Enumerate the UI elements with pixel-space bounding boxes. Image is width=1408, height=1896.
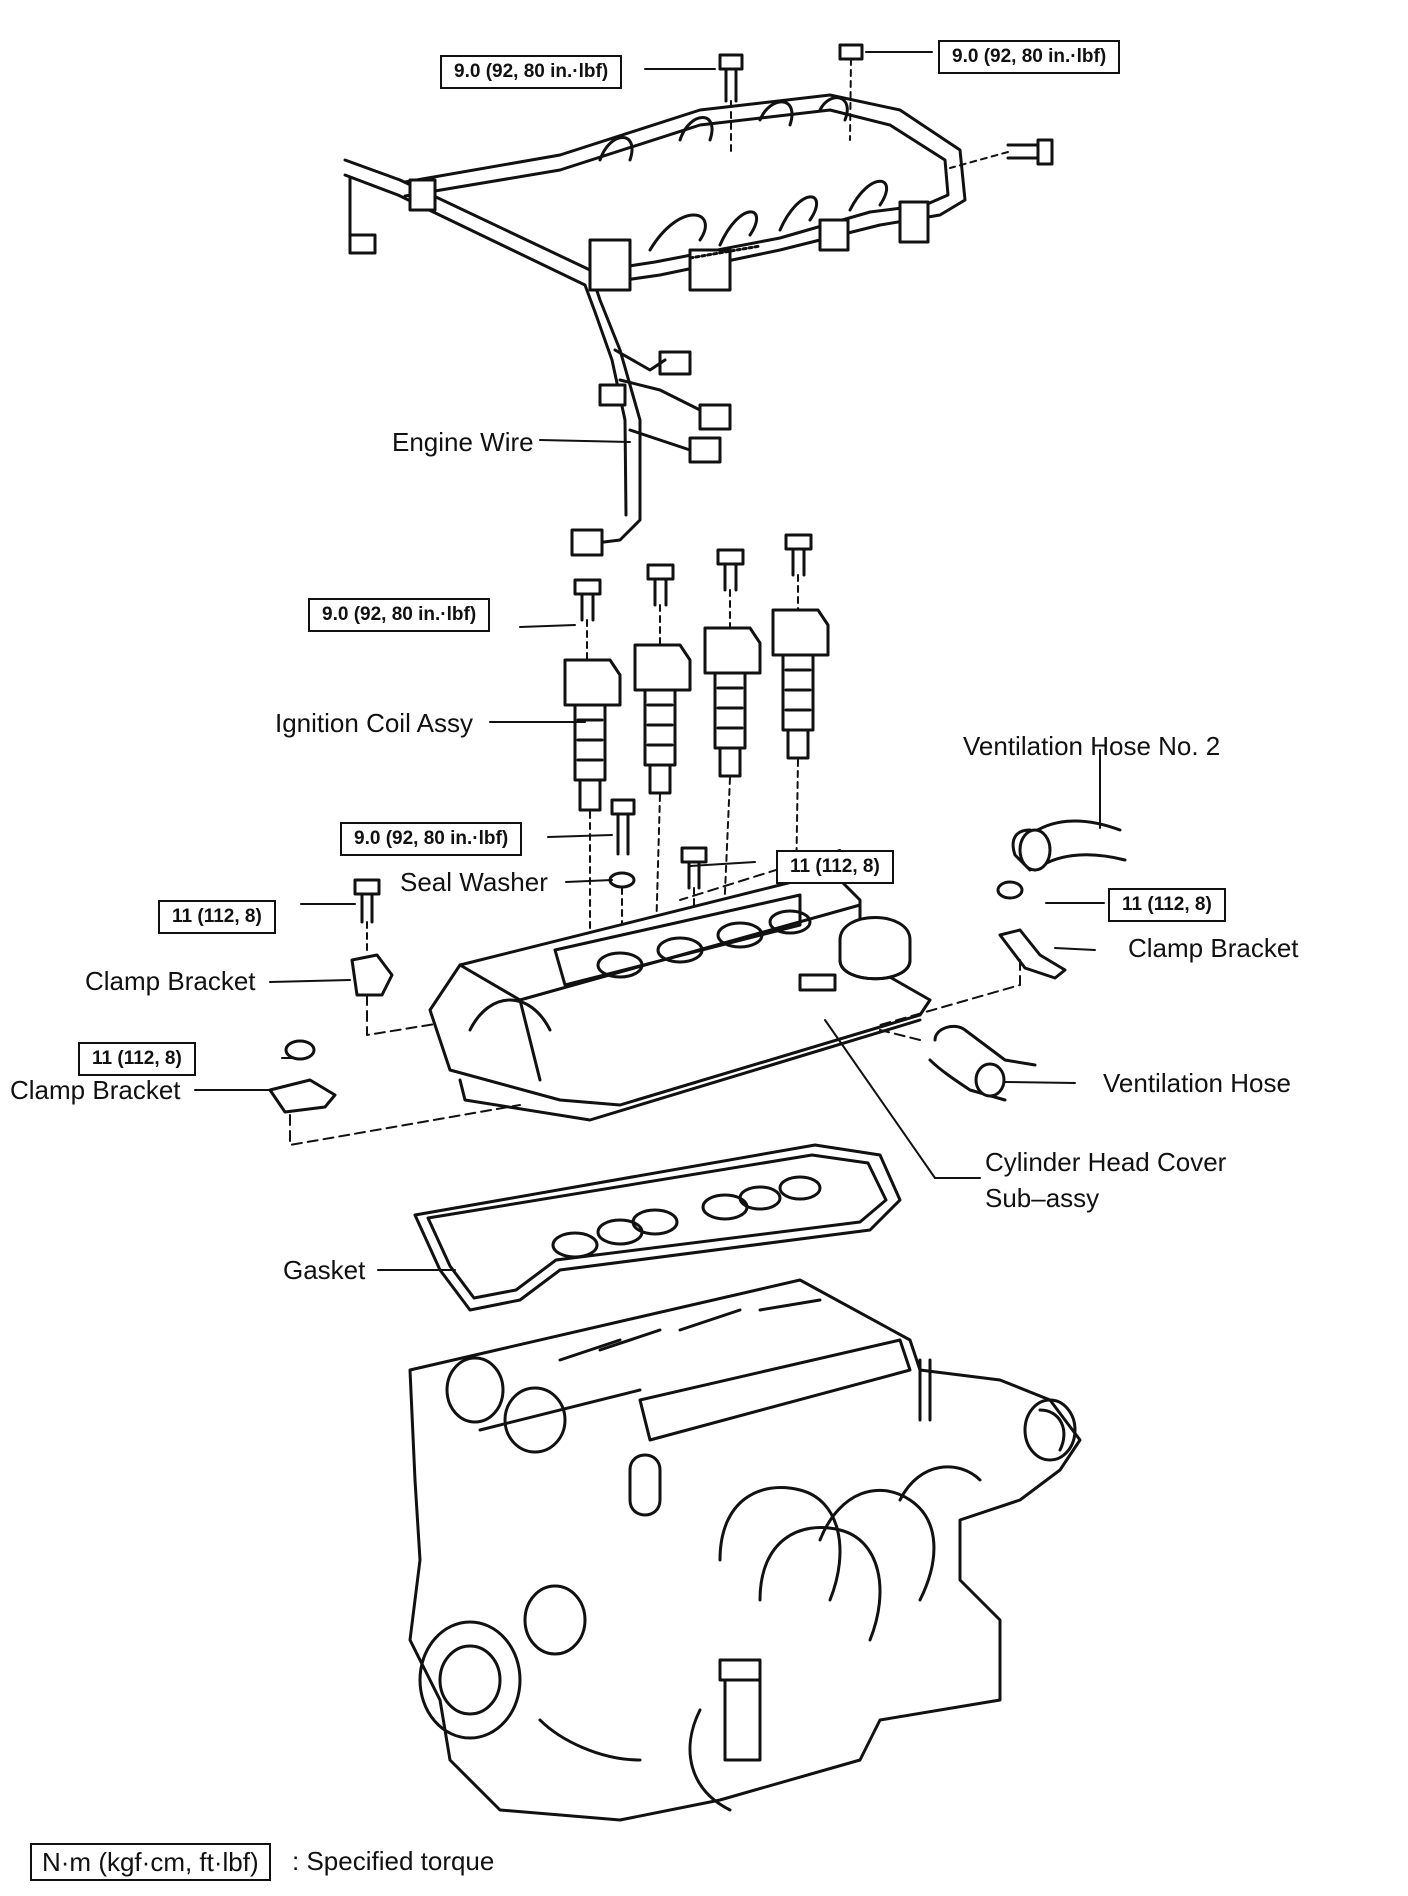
torque-spec-harness-nut-right: 9.0 (92, 80 in.·lbf) — [938, 40, 1121, 74]
label-engine-wire: Engine Wire — [392, 427, 534, 457]
gasket — [413, 1143, 902, 1312]
torque-spec-bracket-bolt-left: 11 (112, 8) — [158, 900, 276, 934]
torque-spec-seal-washer-bolt: 9.0 (92, 80 in.·lbf) — [340, 822, 523, 856]
engine-block — [408, 1278, 1082, 1822]
label-cylinder-head-cover: Cylinder Head Cover — [985, 1147, 1227, 1177]
label-ventilation-hose: Ventilation Hose — [1103, 1068, 1291, 1098]
label-ignition-coil-assy: Ignition Coil Assy — [275, 708, 473, 738]
engine-wire-harness — [343, 93, 967, 557]
label-clamp-bracket-lower: Clamp Bracket — [10, 1075, 181, 1105]
torque-spec-bracket-nut-lower: 11 (112, 8) — [78, 1042, 196, 1076]
torque-spec-coil-bolt: 9.0 (92, 80 in.·lbf) — [308, 598, 491, 632]
torque-spec-bracket-nut-right: 11 (112, 8) — [1108, 888, 1226, 922]
leader-lines — [194, 51, 1105, 1271]
torque-spec-cover-bolt: 11 (112, 8) — [776, 850, 894, 884]
left-clamp-brackets — [268, 878, 521, 1146]
cylinder-head-cover — [428, 878, 932, 1122]
harness-bolts — [718, 43, 1054, 169]
legend-specified-torque: : Specified torque — [292, 1846, 495, 1876]
ignition-coils — [563, 533, 830, 986]
torque-spec-harness-bolt-left: 9.0 (92, 80 in.·lbf) — [440, 55, 623, 89]
right-side-parts — [679, 819, 1127, 1102]
label-seal-washer: Seal Washer — [400, 867, 548, 897]
label-ventilation-hose-no2: Ventilation Hose No. 2 — [963, 731, 1221, 761]
legend-torque-unit-box: N·m (kgf·cm, ft·lbf) — [30, 1843, 271, 1881]
label-cylinder-head-cover-sub-assy: Sub–assy — [985, 1183, 1100, 1213]
label-clamp-bracket-left: Clamp Bracket — [85, 966, 256, 996]
label-clamp-bracket-right: Clamp Bracket — [1128, 933, 1299, 963]
label-gasket: Gasket — [283, 1255, 366, 1285]
